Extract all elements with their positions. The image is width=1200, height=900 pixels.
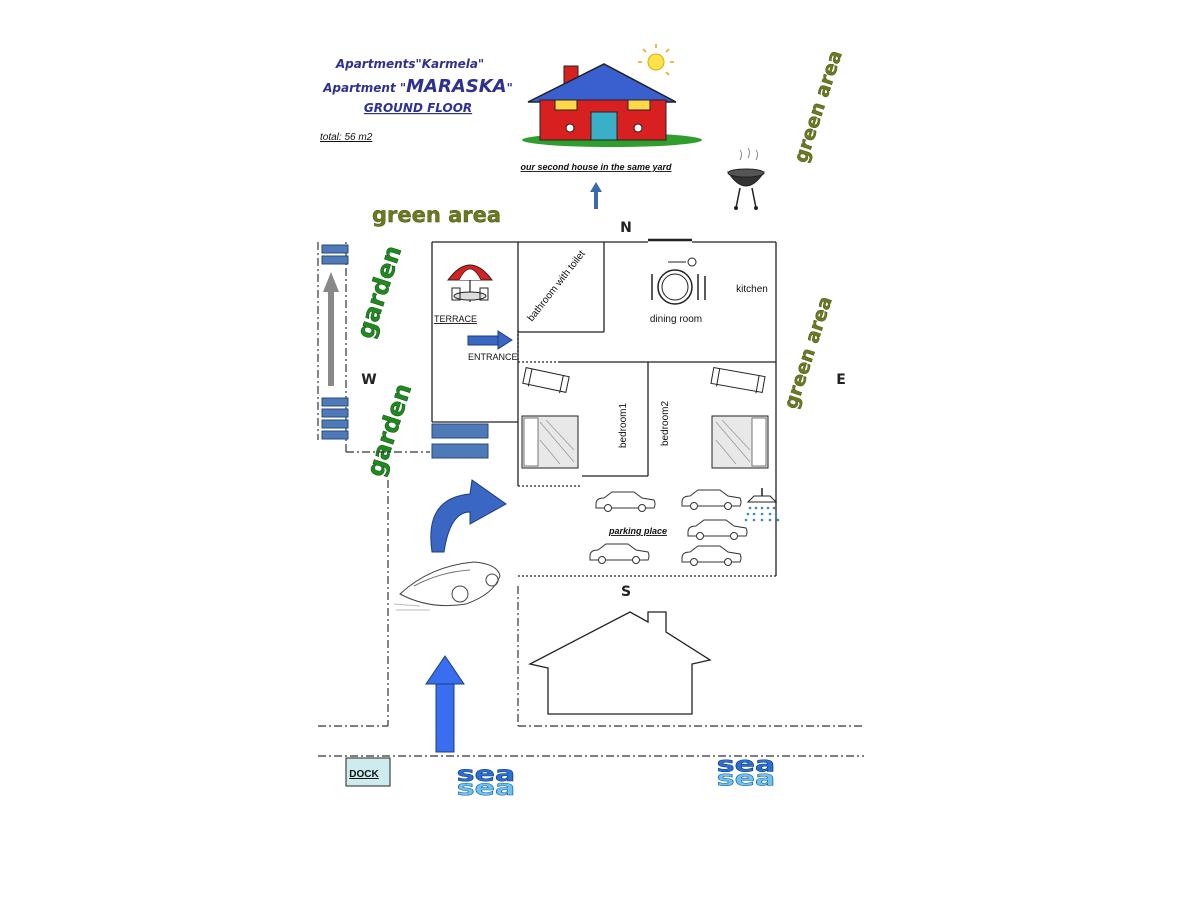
- parking-label: parking place: [608, 526, 667, 536]
- compass-north: N: [620, 220, 632, 236]
- shower-icon: [744, 488, 780, 522]
- car-icon: [681, 489, 742, 510]
- compass-south: S: [621, 584, 631, 600]
- entrance-arrow-icon: [467, 330, 513, 350]
- up-arrow-icon: [590, 182, 602, 209]
- green-area-top-left: green area: [372, 203, 501, 227]
- sea-label-left: sea sea: [456, 762, 515, 801]
- green-area-top-right: green area: [790, 48, 847, 166]
- bedroom2-bed-icon: [711, 415, 769, 469]
- kitchen-label: kitchen: [736, 284, 768, 295]
- bedroom1-bench-icon: [522, 367, 570, 394]
- big-up-arrow-icon: [425, 655, 465, 753]
- green-area-east: green area: [780, 294, 837, 412]
- sea-text-back: sea: [457, 763, 515, 787]
- title-apartment-name: Apartment "MARASKA": [322, 76, 513, 97]
- barbecue-grill-icon: [727, 147, 765, 210]
- title-maraska: MARASKA: [406, 76, 506, 97]
- entrance-label: ENTRANCE: [468, 352, 518, 362]
- sea-label-right: sea sea: [716, 752, 775, 791]
- floor-plan-walls: [431, 238, 777, 577]
- garden-label-lower: garden: [361, 380, 417, 480]
- total-area: total: 56 m2: [320, 132, 373, 143]
- garden-blocks: [321, 244, 349, 440]
- dock-box: DOCK: [345, 757, 391, 787]
- bedroom2-bench-icon: [710, 367, 766, 394]
- title-ground-floor: GROUND FLOOR: [364, 101, 472, 115]
- sea-text-front: sea: [717, 767, 775, 791]
- bathroom-label: bathroom with toilet: [526, 249, 588, 324]
- car-icon: [681, 545, 742, 566]
- dock-label: DOCK: [349, 769, 379, 780]
- car-icon: [595, 491, 656, 512]
- sports-car-icon: [393, 561, 501, 611]
- south-house-outline-icon: [528, 611, 712, 715]
- terrace-label: TERRACE: [434, 314, 477, 324]
- bedroom1-label: bedroom1: [618, 403, 629, 448]
- parking-cars: [589, 489, 748, 566]
- second-house-label: our second house in the same yard: [520, 162, 672, 172]
- dining-room-label: dining room: [650, 314, 702, 325]
- car-icon: [589, 543, 650, 564]
- entrance-steps: [431, 423, 489, 459]
- bedroom1-bed-icon: [521, 415, 579, 469]
- sea-text-back: sea: [717, 753, 775, 777]
- compass-west: W: [361, 372, 376, 388]
- compass-east: E: [836, 372, 846, 388]
- dining-plate-icon: [651, 257, 706, 305]
- garden-label-upper: garden: [351, 242, 407, 342]
- title-apartments: Apartments"Karmela": [335, 57, 484, 71]
- car-icon: [687, 519, 748, 540]
- sea-text-front: sea: [457, 777, 515, 801]
- curved-arrow-icon: [430, 479, 507, 553]
- garden-path-arrow-icon: [323, 272, 339, 386]
- umbrella-table-icon: [447, 264, 493, 302]
- title-prefix: Apartment ": [322, 81, 406, 95]
- bedroom2-label: bedroom2: [660, 401, 671, 446]
- title-suffix: ": [507, 81, 513, 95]
- cartoon-house-icon: [522, 63, 702, 147]
- sun-icon: [638, 44, 674, 76]
